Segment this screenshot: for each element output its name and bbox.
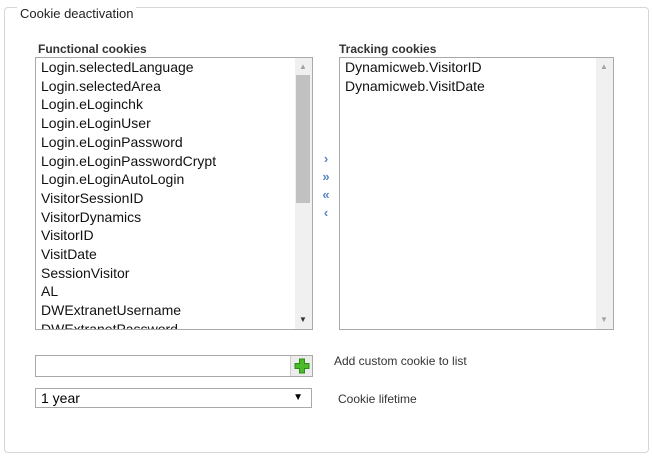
list-item[interactable]: SessionVisitor <box>41 264 130 281</box>
functional-cookies-label: Functional cookies <box>38 42 147 56</box>
tracking-cookies-label: Tracking cookies <box>339 42 437 56</box>
cookie-lifetime-value: 1 year <box>41 390 80 406</box>
scrollbar[interactable]: ▲ ▼ <box>295 58 312 329</box>
scroll-up-icon[interactable]: ▲ <box>600 62 608 71</box>
move-right-button[interactable]: › <box>323 151 329 166</box>
list-item[interactable]: Login.selectedLanguage <box>41 59 194 75</box>
list-item[interactable]: VisitorID <box>41 227 94 244</box>
list-item[interactable]: Dynamicweb.VisitorID <box>345 59 482 75</box>
list-item[interactable]: Dynamicweb.VisitDate <box>345 77 485 94</box>
list-item[interactable]: Login.eLoginPasswordCrypt <box>41 152 217 169</box>
list-item[interactable]: VisitorSessionID <box>41 189 144 206</box>
list-item[interactable]: Login.eLoginchk <box>41 96 143 113</box>
move-all-left-button[interactable]: « <box>322 187 330 202</box>
scroll-down-icon[interactable]: ▼ <box>299 315 307 324</box>
custom-cookie-input[interactable] <box>35 355 313 377</box>
scroll-up-icon[interactable]: ▲ <box>299 62 307 71</box>
move-left-button[interactable]: ‹ <box>323 205 329 220</box>
list-item[interactable]: Login.eLoginAutoLogin <box>41 171 185 188</box>
list-item[interactable]: VisitorDynamics <box>41 208 142 225</box>
list-item[interactable]: AL <box>41 283 59 300</box>
cookie-lifetime-label: Cookie lifetime <box>338 392 417 406</box>
fieldset-legend: Cookie deactivation <box>17 7 137 20</box>
list-item[interactable]: Login.eLoginUser <box>41 115 151 132</box>
cookie-deactivation-fieldset: Cookie deactivation <box>4 7 649 453</box>
list-item[interactable]: Login.eLoginPassword <box>41 133 183 150</box>
list-item[interactable]: DWExtranetPassword <box>41 320 178 330</box>
list-item[interactable]: DWExtranetUsername <box>41 302 182 319</box>
cookie-lifetime-select[interactable]: 1 year ▼ <box>35 388 312 408</box>
dropdown-arrow-icon: ▼ <box>293 392 303 403</box>
add-cookie-button[interactable] <box>290 356 312 376</box>
scrollbar[interactable]: ▲ ▼ <box>596 58 613 329</box>
list-item[interactable]: Login.selectedArea <box>41 77 161 94</box>
custom-cookie-label: Add custom cookie to list <box>334 354 467 368</box>
move-all-right-button[interactable]: » <box>322 169 330 184</box>
plus-icon <box>294 358 309 374</box>
scroll-down-icon[interactable]: ▼ <box>600 315 608 324</box>
list-item[interactable]: VisitDate <box>41 246 97 263</box>
scrollbar-thumb[interactable] <box>296 75 310 203</box>
tracking-cookies-list[interactable]: Dynamicweb.VisitorID Dynamicweb.VisitDate… <box>339 57 614 330</box>
